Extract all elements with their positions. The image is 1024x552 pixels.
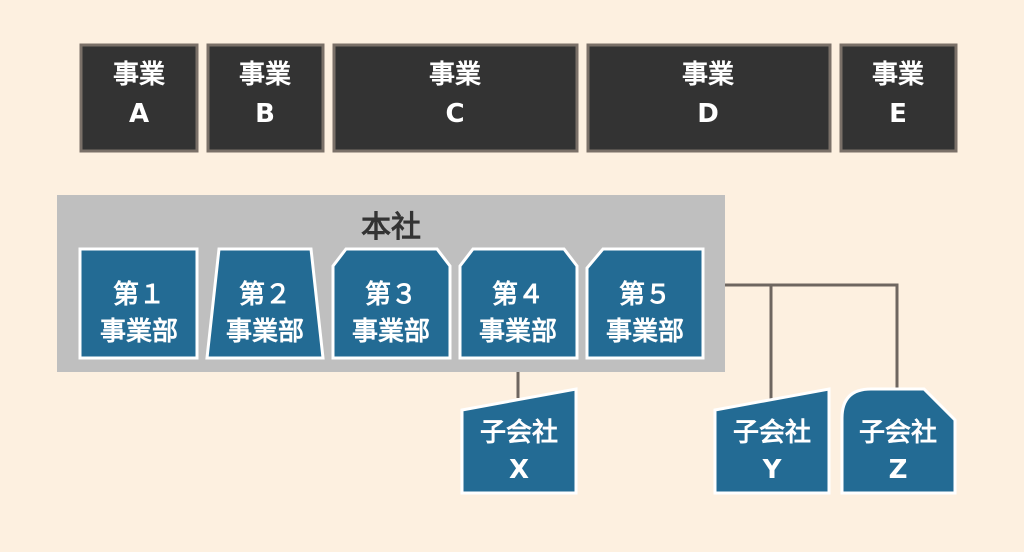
department-3: 第３ 事業部 [331, 247, 452, 360]
business-e: 事業 E [839, 43, 958, 153]
department-number: 第４ [492, 279, 544, 310]
business-letter: D [697, 99, 719, 129]
connector-hq-z [725, 283, 899, 392]
department-2: 第２ 事業部 [205, 247, 325, 360]
subsidiary-z: 子会社 Z [840, 387, 957, 495]
business-label: 事業 [682, 60, 734, 90]
business-letter: B [255, 99, 275, 129]
business-c: 事業 C [332, 43, 579, 153]
subsidiary-label: 子会社 [480, 417, 558, 448]
business-label: 事業 [429, 60, 481, 90]
business-label: 事業 [113, 60, 165, 90]
headquarters-label: 本社 [361, 210, 421, 245]
business-a: 事業 A [79, 43, 199, 153]
department-label: 事業部 [479, 317, 557, 347]
business-letter: C [445, 99, 464, 129]
department-number: 第１ [113, 279, 165, 310]
business-letter: E [889, 99, 907, 129]
business-label: 事業 [239, 60, 291, 90]
department-5: 第５ 事業部 [585, 247, 705, 360]
subsidiary-x: 子会社 X [460, 387, 578, 495]
department-4: 第４ 事業部 [458, 247, 579, 360]
subsidiary-label: 子会社 [733, 417, 811, 448]
subsidiary-letter: Z [889, 455, 908, 485]
business-d: 事業 D [586, 43, 832, 153]
department-label: 事業部 [100, 317, 178, 347]
business-b: 事業 B [206, 43, 325, 153]
business-letter: A [129, 99, 149, 129]
department-1: 第１ 事業部 [78, 247, 199, 360]
business-label: 事業 [872, 60, 924, 90]
department-label: 事業部 [606, 317, 684, 347]
subsidiary-letter: X [509, 455, 529, 485]
department-number: 第３ [365, 279, 417, 310]
department-number: 第２ [239, 279, 291, 310]
department-label: 事業部 [226, 317, 304, 347]
subsidiary-label: 子会社 [859, 417, 937, 448]
department-number: 第５ [619, 279, 671, 310]
subsidiary-letter: Y [762, 455, 783, 485]
department-label: 事業部 [352, 317, 430, 347]
subsidiary-y: 子会社 Y [713, 387, 831, 495]
